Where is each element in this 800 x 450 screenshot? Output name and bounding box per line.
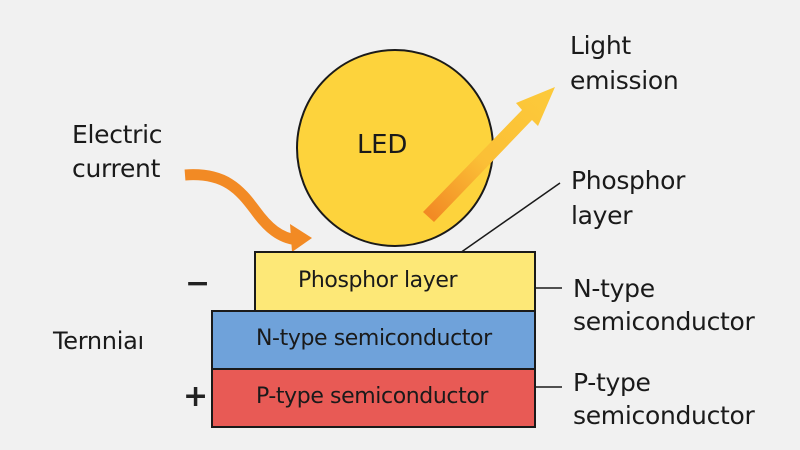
- n-type-callout-label: N-type semiconductor: [573, 274, 755, 336]
- light-emission-label: Light emission: [570, 31, 679, 95]
- led-label: LED: [357, 130, 408, 160]
- n-type-layer-label: N-type semiconductor: [256, 326, 492, 351]
- n-type-layer: [211, 310, 536, 370]
- p-type-callout-label: P-type semiconductor: [573, 368, 755, 430]
- phosphor-layer-label: Phosphor layer: [298, 268, 458, 293]
- electric-current-label: Electric current: [72, 120, 163, 183]
- electric-current-arrow: [184, 169, 312, 252]
- negative-terminal-sign: −: [185, 266, 211, 301]
- light-emission-arrow: [423, 87, 555, 222]
- terminal-label: Ternniaı: [53, 327, 144, 355]
- phosphor-callout-label: Phosphor layer: [571, 166, 686, 230]
- p-type-layer: [211, 368, 536, 428]
- positive-terminal-sign: +: [183, 379, 209, 414]
- phosphor-callout-line: [449, 182, 561, 261]
- p-type-layer-label: P-type semiconductor: [256, 384, 489, 409]
